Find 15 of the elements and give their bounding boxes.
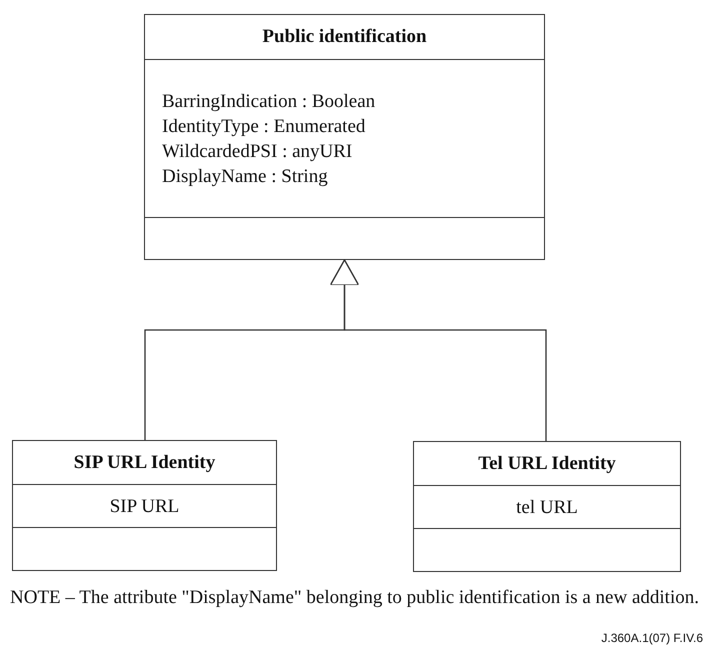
class-attribute: SIP URL [110, 494, 180, 518]
class-name: Public identification [262, 26, 427, 48]
class-attribute: tel URL [516, 496, 578, 520]
class-attribute: WildcardedPSI : anyURI [162, 140, 354, 164]
class-box [413, 441, 681, 572]
figure-id: J.360A.1(07) F.IV.6 [601, 631, 703, 645]
class-box [144, 14, 545, 260]
class-attribute: IdentityType : Enumerated [162, 114, 366, 138]
note-text: NOTE – The attribute "DisplayName" belonging to public identification is a new addition. [10, 586, 700, 610]
class-name: SIP URL Identity [74, 452, 216, 474]
class-attribute: BarringIndication : Boolean [162, 90, 376, 114]
class-box [12, 440, 277, 571]
generalization-arrow [330, 259, 547, 441]
class-name: Tel URL Identity [478, 452, 616, 474]
class-attribute: DisplayName : String [162, 164, 329, 188]
